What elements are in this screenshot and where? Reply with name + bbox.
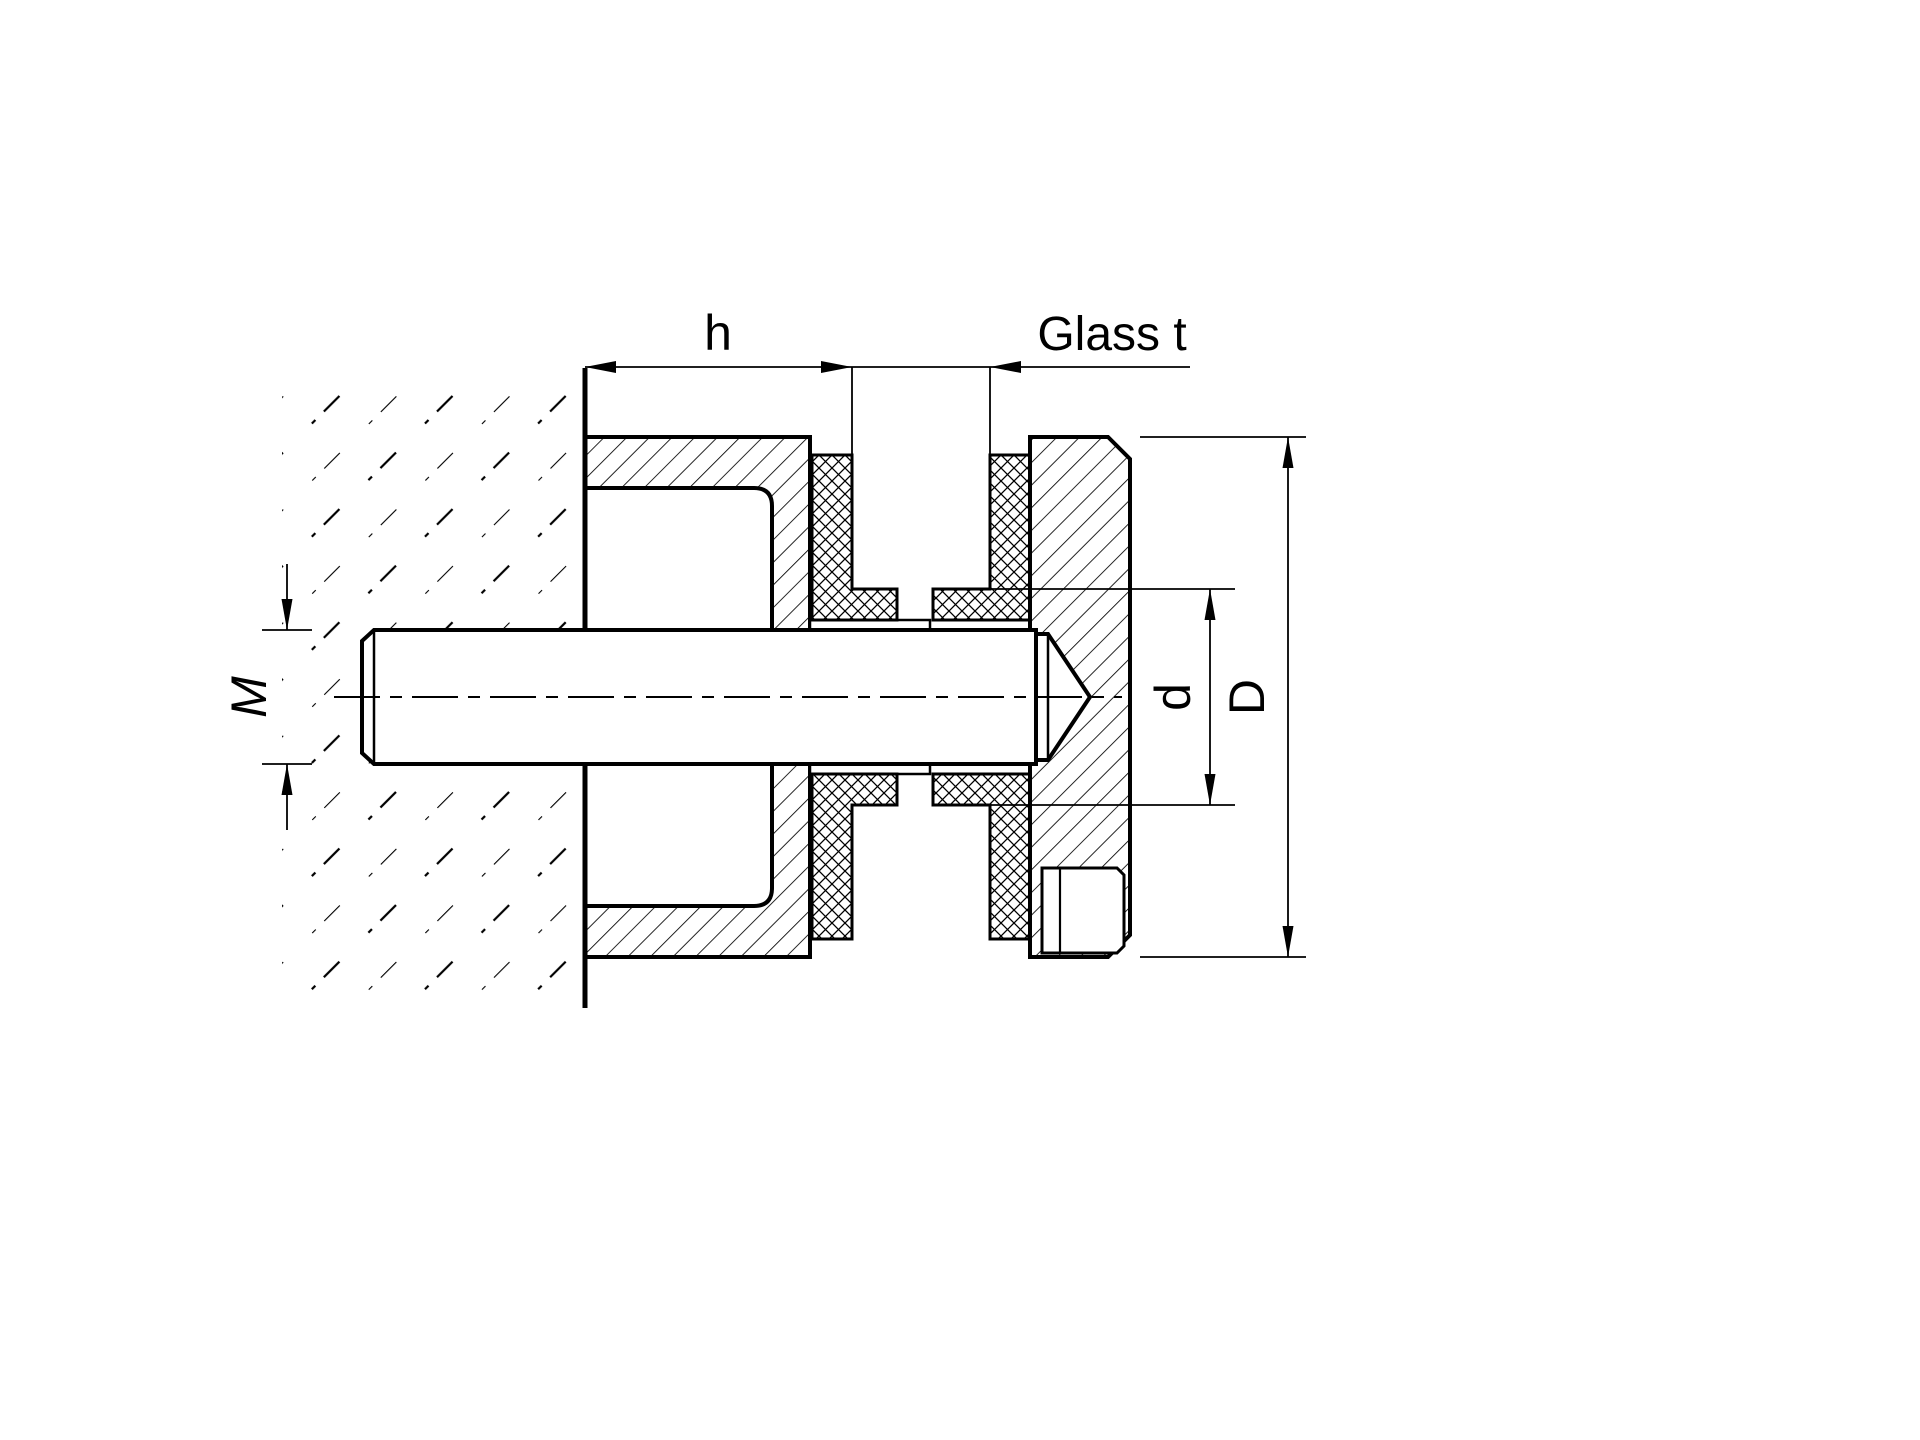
stud-body <box>360 628 1038 766</box>
gasket-bottom-right <box>931 772 1032 941</box>
threaded-stud <box>334 628 1122 766</box>
adapter-body-top <box>583 435 812 632</box>
gasket-bottom-left <box>810 772 899 941</box>
D-arrow-down <box>1282 926 1294 957</box>
dim-label-m: M <box>221 676 277 718</box>
h-arrow-left <box>585 361 616 373</box>
dim-d: d <box>1145 589 1216 805</box>
m-arrow-up <box>281 764 293 795</box>
h-arrow-right <box>821 361 852 373</box>
d-arrow-down <box>1204 774 1216 805</box>
glass-pane <box>851 367 991 457</box>
glass-t-arrow <box>990 361 1021 373</box>
gasket-top-right <box>931 453 1032 622</box>
dim-h-and-glass-t: h Glass t <box>585 305 1190 373</box>
dim-label-d-upper: D <box>1219 679 1275 715</box>
m-arrow-down <box>281 599 293 630</box>
dim-label-glass-t: Glass t <box>1037 308 1186 361</box>
dim-m: M <box>221 564 312 830</box>
dim-label-d: d <box>1145 683 1201 711</box>
dim-label-h: h <box>704 305 732 361</box>
d-extension-lines <box>933 588 1235 806</box>
dim-d-upper: D <box>1140 436 1306 958</box>
gasket-top-left <box>810 453 899 622</box>
set-screw <box>1040 866 1126 955</box>
D-arrow-up <box>1282 437 1294 468</box>
adapter-body-bottom <box>583 762 812 959</box>
d-arrow-up <box>1204 589 1216 620</box>
